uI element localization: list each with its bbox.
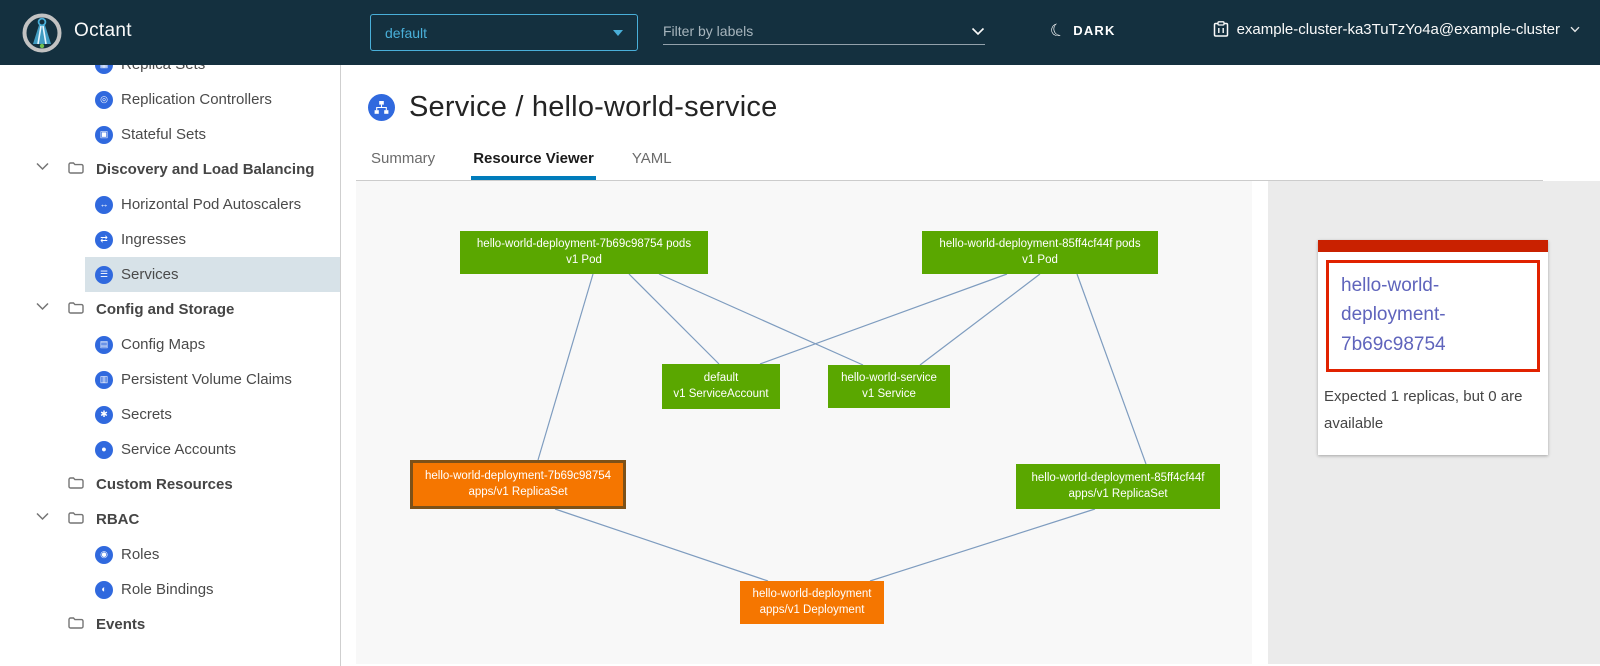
namespace-value: default bbox=[385, 24, 428, 41]
sidebar-item-label[interactable]: Discovery and Load Balancing bbox=[96, 161, 315, 178]
chevron-down-icon[interactable] bbox=[971, 27, 985, 36]
persistent-volume-claims-icon: ▥ bbox=[95, 370, 113, 389]
sidebar-item-config-maps[interactable]: ▤ Config Maps bbox=[85, 327, 340, 362]
sidebar-item-secrets[interactable]: ✱ Secrets bbox=[85, 397, 340, 432]
main-content: Service / hello-world-service Summary Re… bbox=[341, 65, 1600, 666]
sidebar-item-replica-sets[interactable]: ▦ Replica Sets bbox=[85, 65, 340, 82]
chevron-down-icon[interactable] bbox=[36, 162, 49, 171]
sidebar-item-label[interactable]: Persistent Volume Claims bbox=[121, 371, 292, 388]
sidebar-item-label[interactable]: Ingresses bbox=[121, 231, 187, 248]
tab-yaml[interactable]: YAML bbox=[631, 150, 672, 167]
moon-icon: ☾ bbox=[1047, 19, 1068, 42]
cluster-context-selector[interactable]: example-cluster-ka3TuTzYo4a@example-clus… bbox=[1213, 21, 1580, 38]
sidebar-item-label[interactable]: Stateful Sets bbox=[121, 126, 207, 143]
graph-node-pod-7b69c98754[interactable]: hello-world-deployment-7b69c98754 pods v… bbox=[460, 231, 708, 274]
service-accounts-icon: ● bbox=[95, 440, 113, 459]
card-status-accent bbox=[1318, 240, 1548, 252]
services-icon: ☰ bbox=[95, 265, 113, 284]
secrets-icon: ✱ bbox=[95, 405, 113, 424]
sidebar-item-services[interactable]: ☰ Services bbox=[85, 257, 340, 292]
sidebar-item-replication-controllers[interactable]: ◎ Replication Controllers bbox=[85, 82, 340, 117]
graph-node-replicaset-7b69c98754[interactable]: hello-world-deployment-7b69c98754 apps/v… bbox=[410, 460, 626, 509]
sidebar-item-role-bindings[interactable]: ◐ Role Bindings bbox=[85, 572, 340, 607]
dark-mode-toggle[interactable]: ☾ DARK bbox=[1047, 19, 1116, 42]
graph-node-replicaset-85ff4cf44f[interactable]: hello-world-deployment-85ff4cf44f apps/v… bbox=[1016, 464, 1220, 509]
sidebar-item-label[interactable]: Events bbox=[96, 616, 146, 633]
roles-icon: ◉ bbox=[95, 545, 113, 564]
sidebar-item-config-and-storage[interactable]: Config and Storage bbox=[0, 292, 340, 327]
sidebar-item-horizontal-pod-autoscalers[interactable]: ↔ Horizontal Pod Autoscalers bbox=[85, 187, 340, 222]
app-title: Octant bbox=[74, 20, 132, 41]
chevron-down-icon[interactable] bbox=[36, 512, 49, 521]
tab-resource-viewer[interactable]: Resource Viewer bbox=[471, 146, 596, 180]
sidebar-item-label[interactable]: Roles bbox=[121, 546, 160, 563]
alert-box: hello-world-deployment-7b69c98754 bbox=[1326, 260, 1540, 373]
config-maps-icon: ▤ bbox=[95, 335, 113, 354]
folder-icon bbox=[68, 511, 84, 524]
selected-node-link[interactable]: hello-world-deployment-7b69c98754 bbox=[1341, 275, 1446, 355]
chevron-down-icon bbox=[613, 29, 623, 36]
cluster-icon bbox=[1213, 21, 1228, 37]
horizontal-pod-autoscalers-icon: ↔ bbox=[95, 195, 113, 214]
chevron-down-icon bbox=[1570, 26, 1580, 33]
sidebar-item-label[interactable]: RBAC bbox=[96, 511, 140, 528]
selected-node-card: hello-world-deployment-7b69c98754 Expect… bbox=[1318, 240, 1548, 455]
detail-panel: hello-world-deployment-7b69c98754 Expect… bbox=[1268, 181, 1600, 664]
folder-icon bbox=[68, 161, 84, 174]
folder-icon bbox=[68, 476, 84, 489]
tab-bar: Summary Resource Viewer YAML bbox=[341, 124, 1600, 180]
folder-icon bbox=[68, 301, 84, 314]
folder-icon bbox=[68, 616, 84, 629]
tab-summary[interactable]: Summary bbox=[371, 150, 436, 167]
sidebar-item-label[interactable]: Replication Controllers bbox=[121, 91, 272, 108]
sidebar-item-label[interactable]: Services bbox=[121, 266, 179, 283]
role-bindings-icon: ◐ bbox=[95, 580, 113, 599]
graph-node-serviceaccount[interactable]: default v1 ServiceAccount bbox=[662, 364, 780, 409]
sidebar-item-stateful-sets[interactable]: ▣ Stateful Sets bbox=[85, 117, 340, 152]
octant-logo bbox=[22, 13, 62, 53]
sidebar-item-label[interactable]: Custom Resources bbox=[96, 476, 233, 493]
graph-node-deployment[interactable]: hello-world-deployment apps/v1 Deploymen… bbox=[740, 581, 884, 624]
sidebar-item-label[interactable]: Role Bindings bbox=[121, 581, 214, 598]
label-filter-input[interactable] bbox=[663, 23, 971, 39]
replication-controllers-icon: ◎ bbox=[95, 90, 113, 109]
sidebar-item-events[interactable]: Events bbox=[0, 607, 340, 642]
cluster-context-label: example-cluster-ka3TuTzYo4a@example-clus… bbox=[1236, 21, 1560, 38]
stateful-sets-icon: ▣ bbox=[95, 125, 113, 144]
tab-divider bbox=[356, 180, 1543, 181]
status-message: Expected 1 replicas, but 0 are available bbox=[1324, 388, 1523, 432]
namespace-select[interactable]: default bbox=[370, 14, 638, 51]
ingresses-icon: ⇄ bbox=[95, 230, 113, 249]
sidebar-nav: ▦ Replica Sets ◎ Replication Controllers… bbox=[0, 65, 341, 666]
sidebar-item-label[interactable]: Horizontal Pod Autoscalers bbox=[121, 196, 302, 213]
chevron-down-icon[interactable] bbox=[36, 302, 49, 311]
service-icon bbox=[368, 94, 395, 121]
page-title: Service / hello-world-service bbox=[409, 91, 778, 123]
resource-graph: hello-world-deployment-7b69c98754 pods v… bbox=[356, 181, 1252, 664]
sidebar-item-label[interactable]: Config and Storage bbox=[96, 301, 235, 318]
sidebar-item-ingresses[interactable]: ⇄ Ingresses bbox=[85, 222, 340, 257]
graph-node-service[interactable]: hello-world-service v1 Service bbox=[828, 365, 950, 408]
sidebar-item-label[interactable]: Config Maps bbox=[121, 336, 206, 353]
sidebar-item-rbac[interactable]: RBAC bbox=[0, 502, 340, 537]
sidebar-item-discovery-and-load-balancing[interactable]: Discovery and Load Balancing bbox=[0, 152, 340, 187]
graph-edges bbox=[537, 273, 1147, 582]
sidebar-item-label[interactable]: Secrets bbox=[121, 406, 172, 423]
sidebar-item-custom-resources[interactable]: Custom Resources bbox=[0, 467, 340, 502]
sidebar-item-persistent-volume-claims[interactable]: ▥ Persistent Volume Claims bbox=[85, 362, 340, 397]
dark-mode-label: DARK bbox=[1073, 23, 1116, 38]
graph-node-pod-85ff4cf44f[interactable]: hello-world-deployment-85ff4cf44f pods v… bbox=[922, 231, 1158, 274]
sidebar-item-roles[interactable]: ◉ Roles bbox=[85, 537, 340, 572]
sidebar-item-label[interactable]: Service Accounts bbox=[121, 441, 237, 458]
replica-sets-icon: ▦ bbox=[95, 65, 113, 74]
label-filter bbox=[663, 18, 985, 45]
sidebar-item-service-accounts[interactable]: ● Service Accounts bbox=[85, 432, 340, 467]
app-header: Octant default ☾ DARK example-cluster-ka… bbox=[0, 0, 1600, 65]
sidebar-item-label[interactable]: Replica Sets bbox=[121, 65, 205, 73]
